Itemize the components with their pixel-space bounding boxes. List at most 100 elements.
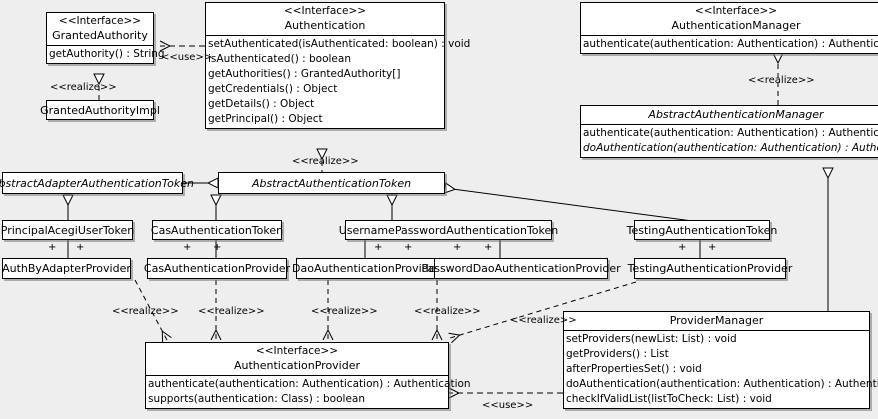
class-name-label: GrantedAuthority — [52, 29, 148, 42]
class-abstract-adapter-authentication-token[interactable]: AbstractAdapterAuthenticationToken — [0, 172, 194, 194]
class-header: <<Interface>> AuthenticationManager — [581, 3, 878, 35]
class-authentication-provider[interactable]: <<Interface>> AuthenticationProvider aut… — [145, 342, 471, 409]
method-item: getCredentials() : Object — [208, 83, 338, 95]
assoc-marker-plus: + — [708, 242, 717, 253]
class-header: <<Interface>> AuthenticationProvider — [146, 343, 448, 375]
class-username-password-authentication-token[interactable]: UsernamePasswordAuthenticationToken — [339, 220, 558, 240]
stereotype-label: <<Interface>> — [58, 15, 142, 27]
class-header: AuthByAdapterProvider — [2, 261, 131, 276]
assoc-marker-plus: + — [183, 242, 192, 253]
class-name-label: PasswordDaoAuthenticationProvider — [421, 262, 621, 275]
class-authentication[interactable]: <<Interface>> Authentication setAuthenti… — [205, 2, 471, 129]
class-header: <<Interface>> Authentication — [206, 3, 444, 35]
class-header: CasAuthenticationProvider — [144, 261, 290, 276]
class-header: UsernamePasswordAuthenticationToken — [339, 223, 559, 238]
class-auth-by-adapter-provider[interactable]: AuthByAdapterProvider — [2, 258, 131, 279]
method-item: getAuthorities() : GrantedAuthority[] — [208, 68, 401, 80]
class-testing-authentication-provider[interactable]: TestingAuthenticationProvider — [628, 258, 792, 279]
edge-label-realize-authbyadapter: <<realize>> — [112, 306, 179, 317]
class-authentication-manager[interactable]: <<Interface>> AuthenticationManager auth… — [580, 2, 878, 54]
assoc-marker-plus: + — [213, 242, 222, 253]
class-name-label: DaoAuthenticationProvider — [292, 262, 440, 275]
assoc-marker-plus: + — [453, 242, 462, 253]
class-header: TestingAuthenticationProvider — [628, 261, 793, 276]
class-principal-acegi-user-token[interactable]: PrincipalAcegiUserToken — [1, 220, 134, 240]
class-provider-manager[interactable]: ProviderManager setProviders(newList: Li… — [563, 311, 878, 409]
class-dao-authentication-provider[interactable]: DaoAuthenticationProvider — [292, 258, 440, 279]
method-item: setAuthenticated(isAuthenticated: boolea… — [208, 38, 471, 50]
member-list: authenticate(authentication: Authenticat… — [581, 124, 878, 157]
class-testing-authentication-token[interactable]: TestingAuthenticationToken — [627, 220, 777, 240]
assoc-marker-plus: + — [404, 242, 413, 253]
assoc-marker-plus: + — [76, 242, 85, 253]
member-list: setAuthenticated(isAuthenticated: boolea… — [206, 35, 471, 128]
class-header: TestingAuthenticationToken — [627, 223, 778, 238]
edge-label-use-authentication-grantedauthority: <<use>> — [161, 52, 213, 63]
class-header: PasswordDaoAuthenticationProvider — [421, 261, 620, 276]
class-abstract-authentication-manager[interactable]: AbstractAuthenticationManager authentica… — [580, 105, 878, 158]
method-item: isAuthenticated() : boolean — [208, 53, 351, 65]
edge-label-realize-casprovider: <<realize>> — [198, 306, 265, 317]
class-name-label: ProviderManager — [669, 314, 764, 327]
class-name-label: CasAuthenticationProvider — [143, 262, 291, 275]
method-item: getDetails() : Object — [208, 98, 315, 110]
assoc-marker-plus: + — [374, 242, 383, 253]
class-name-label: AbstractAuthenticationManager — [648, 108, 824, 121]
class-abstract-authentication-token[interactable]: AbstractAuthenticationToken — [218, 172, 445, 194]
class-header: AbstractAuthenticationToken — [252, 176, 411, 191]
class-header: AbstractAdapterAuthenticationToken — [0, 176, 194, 191]
assoc-marker-plus: + — [48, 242, 57, 253]
method-item: getProviders() : List — [566, 348, 669, 360]
class-header: ProviderManager — [564, 312, 869, 330]
member-list: authenticate(authentication: Authenticat… — [581, 35, 878, 53]
edge-label-realize-grantedauthorityimpl: <<realize>> — [50, 82, 117, 93]
class-granted-authority[interactable]: <<Interface>> GrantedAuthority getAuthor… — [46, 12, 165, 64]
member-list: setProviders(newList: List) : void getPr… — [564, 330, 878, 408]
method-item: authenticate(authentication: Authenticat… — [583, 38, 878, 50]
class-name-label: AbstractAdapterAuthenticationToken — [0, 176, 194, 190]
class-header: GrantedAuthorityImpl — [40, 103, 160, 118]
edge-label-use-providermanager-authenticationprovider: <<use>> — [482, 400, 534, 411]
method-item: checkIfValidList(listToCheck: List) : vo… — [566, 393, 772, 405]
method-item: getAuthority() : String — [49, 48, 165, 60]
method-item: setProviders(newList: List) : void — [566, 333, 737, 345]
class-header: DaoAuthenticationProvider — [292, 261, 440, 276]
assoc-marker-plus: + — [484, 242, 493, 253]
class-granted-authority-impl[interactable]: GrantedAuthorityImpl — [40, 100, 160, 120]
method-item: doAuthentication(authentication: Authent… — [583, 142, 878, 154]
edge-generalize-testingtoken-abstracttoken — [443, 182, 701, 223]
class-header: CasAuthenticationToken — [151, 223, 283, 238]
method-item: authenticate(authentication: Authenticat… — [148, 378, 471, 390]
class-name-label: UsernamePasswordAuthenticationToken — [338, 223, 559, 237]
class-name-label: PrincipalAcegiUserToken — [0, 223, 135, 237]
member-list: authenticate(authentication: Authenticat… — [146, 375, 471, 408]
class-name-label: AbstractAuthenticationToken — [251, 176, 412, 190]
class-cas-authentication-token[interactable]: CasAuthenticationToken — [151, 220, 283, 240]
edge-label-realize-passworddaoprovider: <<realize>> — [414, 306, 481, 317]
class-name-label: AuthenticationManager — [671, 19, 801, 32]
class-password-dao-authentication-provider[interactable]: PasswordDaoAuthenticationProvider — [421, 258, 621, 279]
edge-label-realize-testingprovider: <<realize>> — [510, 315, 577, 326]
class-name-label: TestingAuthenticationToken — [626, 223, 778, 237]
class-name-label: Authentication — [284, 19, 366, 32]
method-item: afterPropertiesSet() : void — [566, 363, 702, 375]
class-name-label: AuthByAdapterProvider — [2, 262, 131, 275]
class-name-label: GrantedAuthorityImpl — [40, 103, 160, 117]
class-cas-authentication-provider[interactable]: CasAuthenticationProvider — [144, 258, 290, 279]
class-header: AbstractAuthenticationManager — [581, 106, 878, 124]
method-item: authenticate(authentication: Authenticat… — [583, 127, 878, 139]
method-item: doAuthentication(authentication: Authent… — [566, 378, 878, 390]
class-name-label: TestingAuthenticationProvider — [627, 262, 793, 275]
method-item: supports(authentication: Class) : boolea… — [148, 393, 365, 405]
edge-label-realize-abstracttoken-authentication: <<realize>> — [292, 156, 359, 167]
stereotype-label: <<Interface>> — [283, 5, 367, 17]
assoc-marker-plus: + — [678, 242, 687, 253]
method-item: getPrincipal() : Object — [208, 113, 323, 125]
edge-label-realize-daoprovider: <<realize>> — [311, 306, 378, 317]
edge-label-realize-abstractmanager-authenticationmanager: <<realize>> — [748, 75, 815, 86]
class-header: PrincipalAcegiUserToken — [1, 223, 134, 238]
class-name-label: CasAuthenticationToken — [150, 223, 284, 237]
stereotype-label: <<Interface>> — [694, 5, 778, 17]
member-list: getAuthority() : String — [47, 45, 165, 63]
